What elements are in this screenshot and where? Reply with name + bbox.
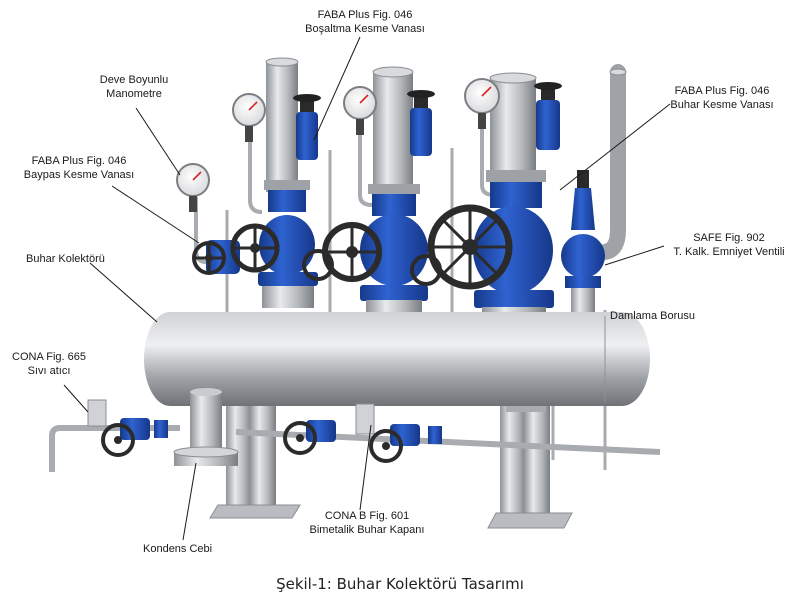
trap-lines xyxy=(49,399,661,472)
label-condensate-pocket-line1: Kondens Cebi xyxy=(143,543,213,555)
label-drip-pipe-line1: Damlama Borusu xyxy=(610,310,695,322)
label-drain-valve: FABA Plus Fig. 046 Boşaltma Kesme Vanası xyxy=(300,8,430,36)
label-steam-valve: FABA Plus Fig. 046 Buhar Kesme Vanası xyxy=(652,84,792,112)
label-safety-valve-line2: T. Kalk. Emniyet Ventili xyxy=(673,246,785,258)
label-safety-valve-line1: SAFE Fig. 902 xyxy=(693,232,765,244)
leader-lines xyxy=(63,36,671,541)
label-bypass-valve-line1: FABA Plus Fig. 046 xyxy=(31,155,127,167)
label-collector: Buhar Kolektörü xyxy=(26,252,105,266)
label-gauge-line1: Deve Boyunlu xyxy=(99,74,169,86)
label-liquid-trap-line2: Sıvı atıcı xyxy=(27,365,71,377)
condensate-pocket xyxy=(173,388,239,466)
label-collector-line1: Buhar Kolektörü xyxy=(26,253,105,265)
handwheels xyxy=(101,204,513,463)
label-gauge-line2: Manometre xyxy=(106,88,162,100)
label-steam-valve-line1: FABA Plus Fig. 046 xyxy=(674,85,770,97)
drain-valves xyxy=(293,82,562,160)
label-drain-valve-line1: FABA Plus Fig. 046 xyxy=(317,9,413,21)
label-drain-valve-line2: Boşaltma Kesme Vanası xyxy=(305,23,425,35)
label-liquid-trap: CONA Fig. 665 Sıvı atıcı xyxy=(2,350,96,378)
label-drip-pipe: Damlama Borusu xyxy=(610,309,695,323)
label-liquid-trap-line1: CONA Fig. 665 xyxy=(12,351,86,363)
label-bypass-valve: FABA Plus Fig. 046 Baypas Kesme Vanası xyxy=(14,154,144,182)
riser-pipes xyxy=(265,57,627,470)
label-gauge: Deve Boyunlu Manometre xyxy=(84,73,184,101)
figure-caption: Şekil-1: Buhar Kolektörü Tasarımı xyxy=(276,575,524,593)
safety-valve xyxy=(561,170,605,312)
label-safety-valve: SAFE Fig. 902 T. Kalk. Emniyet Ventili xyxy=(664,231,794,259)
support-legs xyxy=(209,385,573,529)
label-bimetal-trap: CONA B Fig. 601 Bimetalik Buhar Kapanı xyxy=(292,509,442,537)
label-bimetal-trap-line2: Bimetalik Buhar Kapanı xyxy=(309,524,425,536)
label-steam-valve-line2: Buhar Kesme Vanası xyxy=(670,99,774,111)
label-bimetal-trap-line1: CONA B Fig. 601 xyxy=(324,510,410,522)
steam-collector-vessel xyxy=(144,312,650,406)
label-bypass-valve-line2: Baypas Kesme Vanası xyxy=(23,169,135,181)
label-condensate-pocket: Kondens Cebi xyxy=(143,542,212,556)
